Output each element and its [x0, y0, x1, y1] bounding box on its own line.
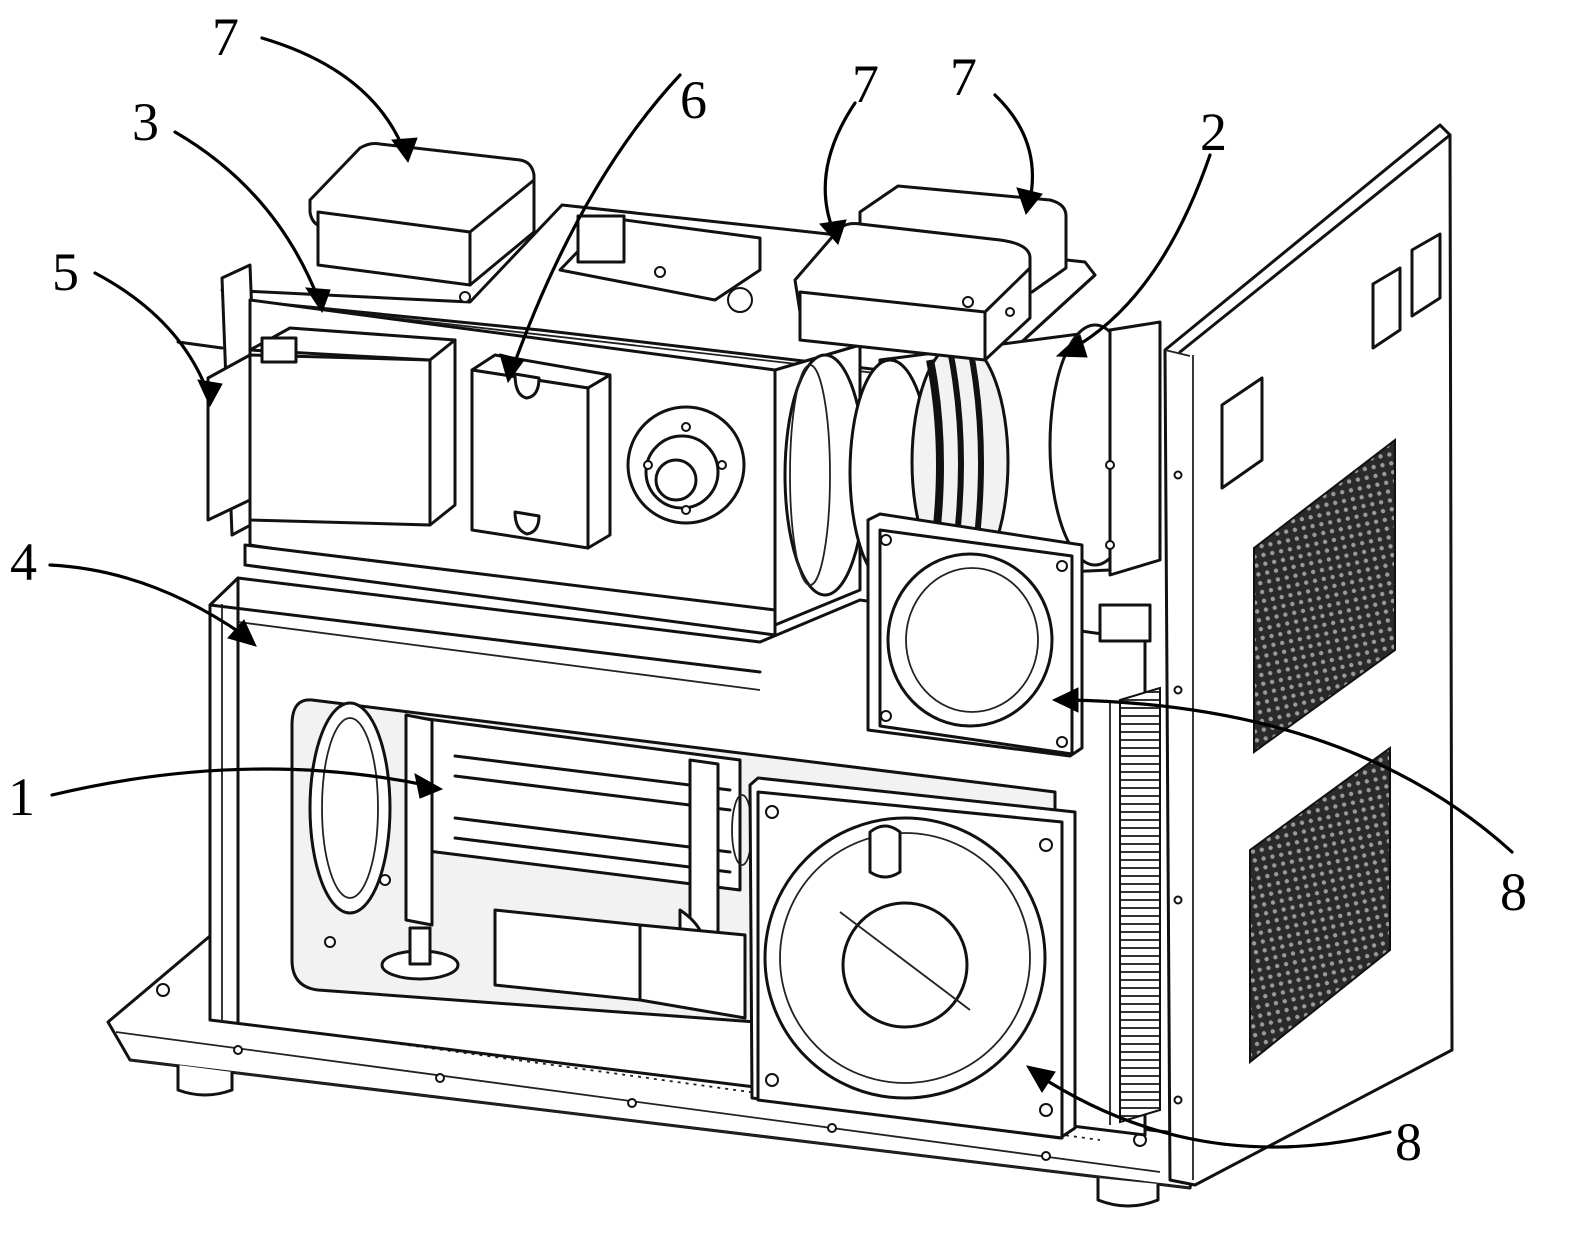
- lower-fan: [750, 778, 1075, 1138]
- callout-7-middle: 7: [852, 54, 879, 114]
- callout-7-right: 7: [950, 47, 977, 107]
- callout-6: 6: [680, 70, 707, 130]
- callout-8-lower: 8: [1395, 1112, 1422, 1172]
- box-7-right-front: [795, 224, 1030, 361]
- callout-7-left: 7: [212, 7, 239, 67]
- leader-5: [95, 273, 208, 393]
- callout-8-upper: 8: [1500, 862, 1527, 922]
- callout-2: 2: [1200, 102, 1227, 162]
- module-6: [472, 355, 610, 548]
- leader-7a: [262, 38, 403, 148]
- leader-7c: [995, 95, 1032, 200]
- module-5: [208, 328, 455, 525]
- callout-5: 5: [52, 242, 79, 302]
- leader-7b: [825, 103, 855, 230]
- callout-4: 4: [10, 532, 37, 592]
- leader-2: [1070, 155, 1210, 350]
- right-side-panel: [1165, 125, 1452, 1185]
- callout-1: 1: [8, 767, 35, 827]
- callout-3: 3: [132, 92, 159, 152]
